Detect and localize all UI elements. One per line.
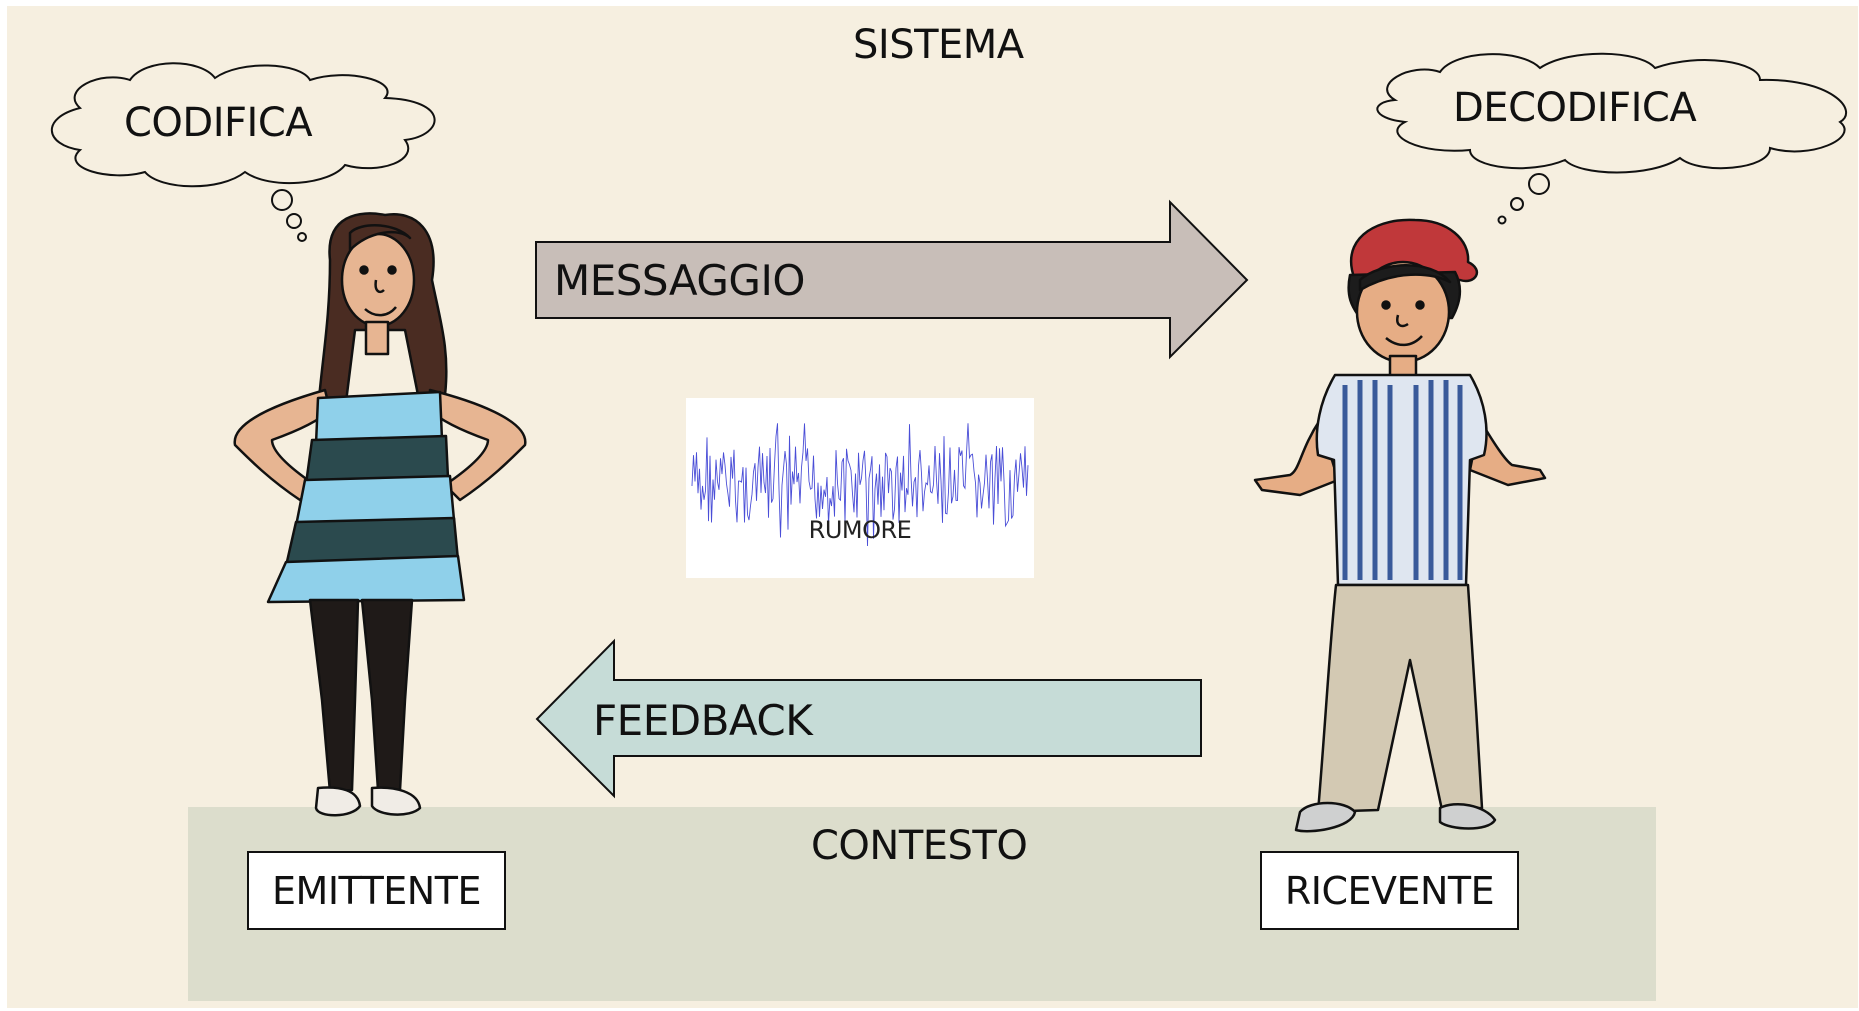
receiver-figure <box>1253 218 1547 833</box>
context-label: CONTESTO <box>811 823 1028 869</box>
message-label: MESSAGGIO <box>554 256 805 305</box>
thought-cloud-decode <box>1376 52 1847 174</box>
noise-label: RUMORE <box>808 516 912 544</box>
decode-label: DECODIFICA <box>1453 85 1697 131</box>
message-arrow <box>535 199 1249 360</box>
noise-block: RUMORE <box>686 398 1034 578</box>
system-label: SISTEMA <box>853 22 1024 68</box>
thought-bubbles-left <box>271 189 307 242</box>
sender-box: EMITTENTE <box>247 851 506 930</box>
feedback-arrow <box>535 638 1202 799</box>
noise-waveform <box>691 423 1029 547</box>
thought-cloud-encode <box>50 62 436 188</box>
noise-wave-path <box>691 423 1029 547</box>
sender-label: EMITTENTE <box>272 868 481 913</box>
thought-bubbles-right <box>1497 173 1550 225</box>
receiver-box: RICEVENTE <box>1260 851 1519 930</box>
sender-figure <box>233 212 527 817</box>
encode-label: CODIFICA <box>124 100 313 146</box>
receiver-label: RICEVENTE <box>1284 868 1495 913</box>
feedback-label: FEEDBACK <box>593 696 813 745</box>
